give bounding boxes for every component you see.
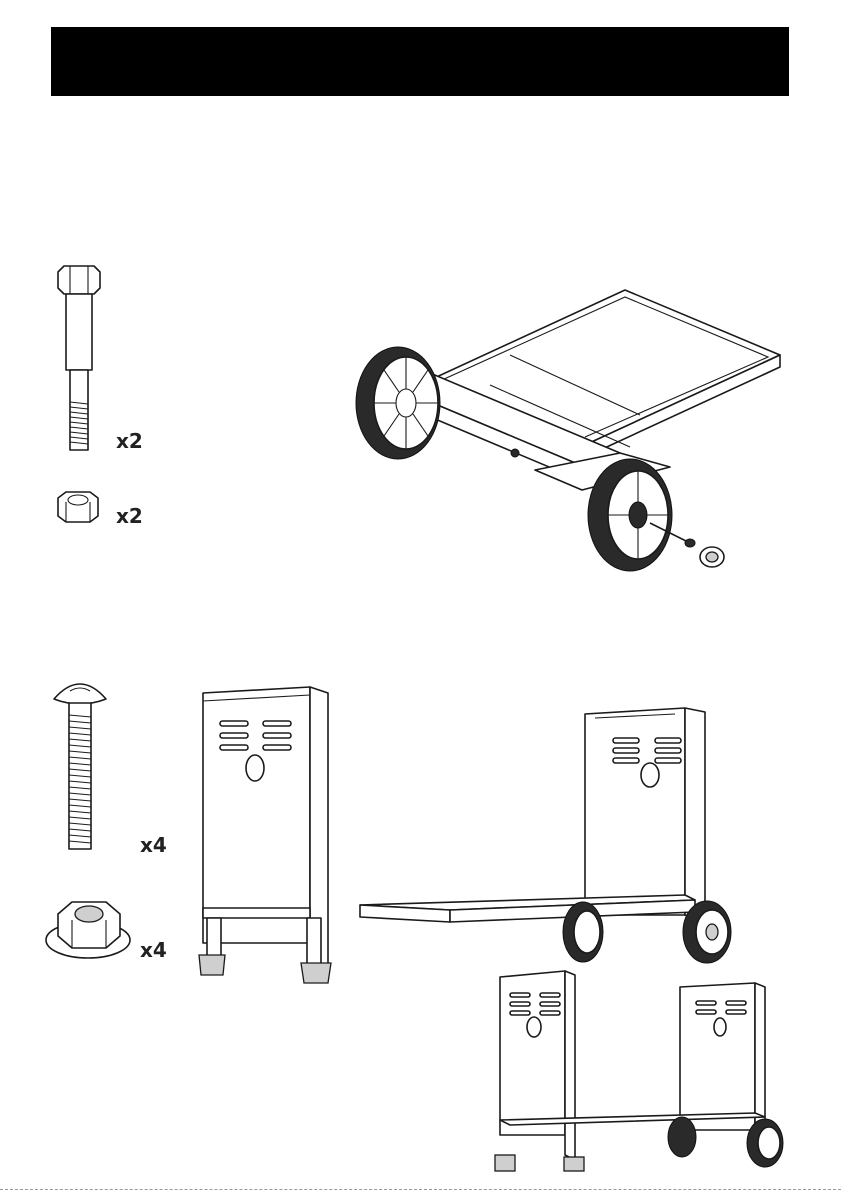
carriage-bolt-quantity: x4 <box>140 833 167 857</box>
cart-shelf-assembly-illustration <box>355 700 765 965</box>
completed-cart-illustration <box>490 965 790 1175</box>
hex-nut-illustration <box>52 490 104 526</box>
flange-nut-illustration <box>44 896 134 964</box>
carriage-bolt-illustration <box>50 675 110 853</box>
side-panel-illustration <box>195 683 340 983</box>
page-bottom-rule <box>0 1189 841 1190</box>
flange-nut-quantity: x4 <box>140 938 167 962</box>
nut-quantity: x2 <box>116 504 143 528</box>
shoulder-bolt-illustration <box>50 262 110 457</box>
base-frame-wheels-illustration <box>350 285 790 575</box>
header-bar <box>51 27 789 96</box>
bolt-quantity: x2 <box>116 429 143 453</box>
